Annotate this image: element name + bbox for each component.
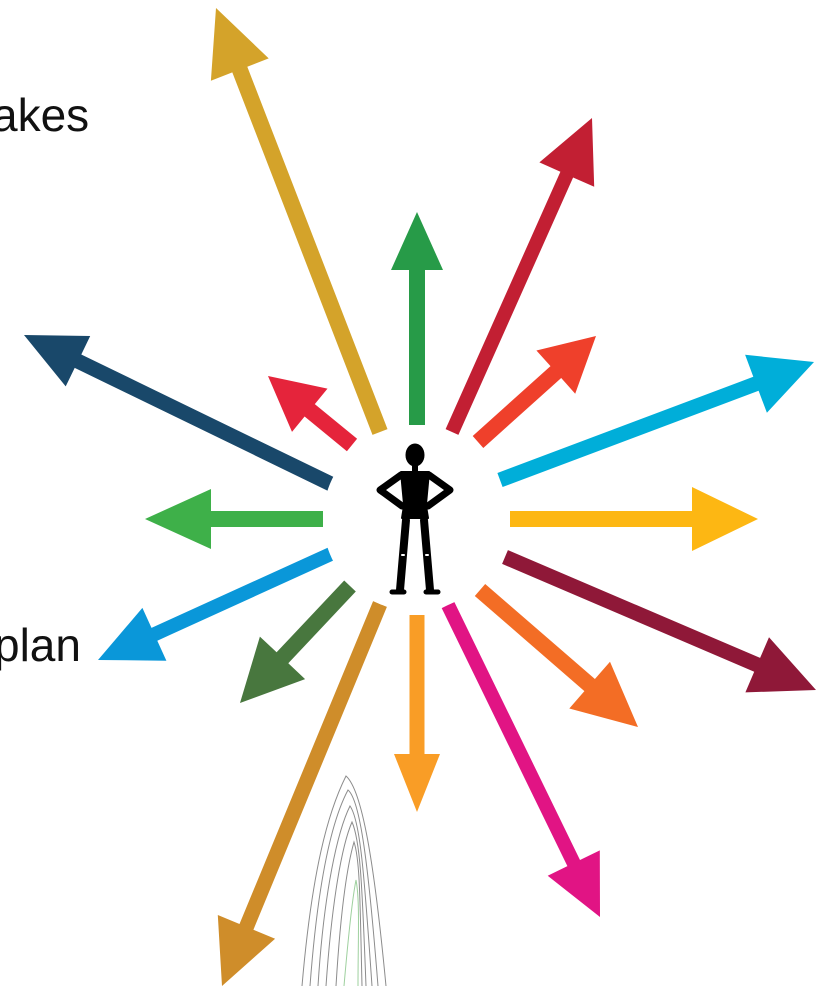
contour-sketch-icon (302, 776, 386, 986)
arrow-green-up (391, 212, 443, 425)
arrow-amber-down (394, 615, 440, 812)
arrow-gold-up-left (211, 8, 388, 435)
arrow-yellow-right (510, 487, 758, 551)
arrow-olive-green-down-left (240, 581, 356, 704)
arrow-maroon-right-down (502, 550, 816, 692)
arrow-ochre-down-left (218, 601, 387, 986)
arrow-magenta-down-right (442, 602, 600, 917)
arrow-red-up-left (268, 376, 357, 451)
arrow-light-green-left (145, 489, 323, 549)
